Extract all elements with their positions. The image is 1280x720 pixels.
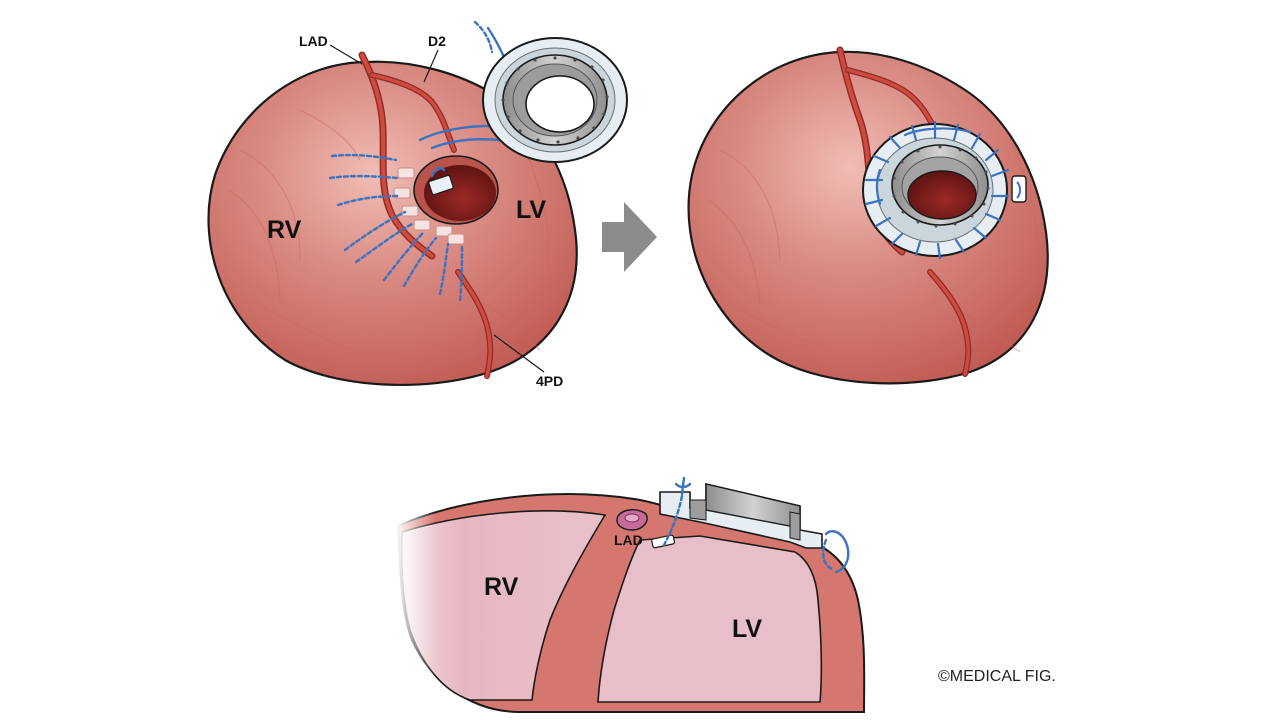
- label-lv-section: LV: [732, 615, 762, 643]
- left-ring-device: [482, 37, 628, 163]
- left-sutures: [328, 20, 514, 302]
- lv-cavity: [597, 535, 823, 703]
- right-heart-striations: [707, 139, 1038, 363]
- d2-leader-line: [423, 49, 439, 83]
- label-lad-section: LAD: [614, 532, 643, 548]
- lad-leader-line: [329, 44, 363, 65]
- cross-section-illustration: LAD RV LV: [396, 476, 866, 715]
- right-sewn-ring: [862, 120, 1010, 260]
- label-4pd: 4PD: [536, 373, 563, 389]
- copyright-text: ©MEDICAL FIG.: [938, 668, 1056, 685]
- label-rv-left: RV: [267, 216, 302, 244]
- left-pledgets: [393, 167, 465, 245]
- label-d2: D2: [428, 33, 446, 49]
- label-rv-section: RV: [484, 573, 519, 601]
- label-lad-top: LAD: [299, 33, 328, 49]
- label-lv-left: LV: [516, 196, 546, 224]
- pd-leader-line: [493, 334, 545, 373]
- transition-arrow: [602, 202, 657, 272]
- left-inner-pledget: [428, 174, 454, 196]
- left-heart-illustration: LAD D2 4PD RV LV: [207, 20, 628, 389]
- right-ring-sutures: [864, 120, 1010, 260]
- right-heart-illustration: [687, 46, 1049, 385]
- cross-section-device: [659, 482, 823, 549]
- cross-section-sutures: [662, 476, 850, 574]
